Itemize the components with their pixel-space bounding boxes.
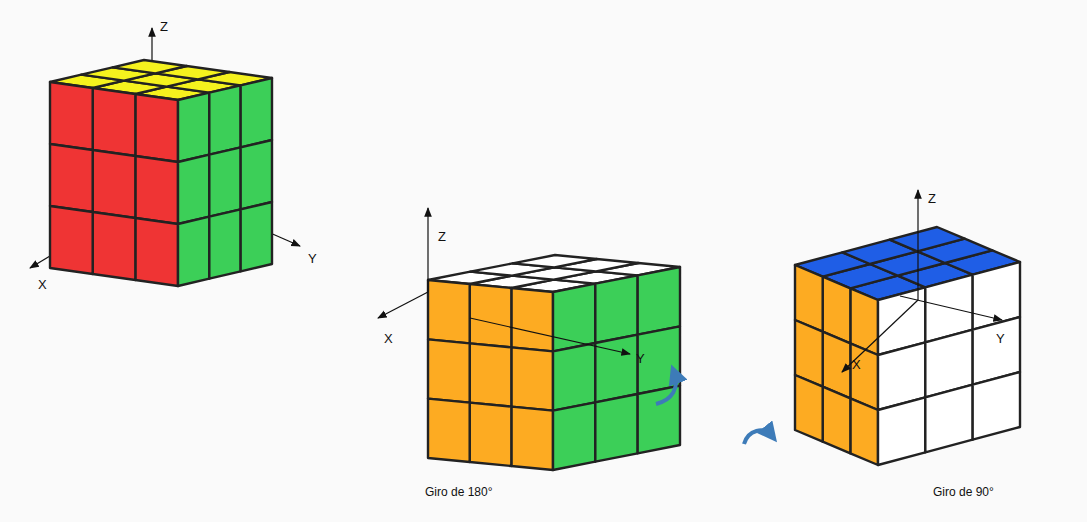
axis-arrow: [900, 296, 1002, 320]
side-face: [553, 402, 595, 470]
top-face: [513, 255, 597, 267]
axis-label: Y: [996, 332, 1005, 345]
axis-label: Z: [160, 20, 168, 33]
axis-arrow: [378, 292, 428, 318]
front-face: [93, 150, 136, 218]
side-face: [638, 267, 680, 335]
side-face: [595, 394, 637, 462]
side-face: [638, 386, 680, 454]
front-face: [470, 403, 512, 466]
front-face: [428, 339, 470, 402]
front-face: [511, 347, 553, 410]
side-face: [241, 140, 272, 209]
front-face: [50, 144, 93, 212]
side-face: [973, 372, 1020, 440]
rubik-cube: [795, 227, 1020, 465]
front-face: [135, 218, 178, 286]
axis-label: Z: [928, 192, 936, 205]
rubik-cube: [50, 60, 272, 286]
side-face: [178, 217, 209, 286]
front-face: [823, 387, 851, 454]
side-face: [209, 147, 240, 216]
side-face: [178, 93, 209, 162]
side-face: [878, 397, 925, 465]
top-face: [890, 227, 965, 251]
front-face: [135, 94, 178, 162]
axis-label: Y: [636, 352, 645, 365]
side-face: [241, 78, 272, 147]
rotation-arrow: [656, 372, 676, 404]
axis-label: Y: [308, 252, 317, 265]
side-face: [595, 335, 637, 403]
side-face: [209, 209, 240, 278]
front-face: [428, 399, 470, 462]
front-face: [50, 82, 93, 150]
front-face: [135, 156, 178, 224]
front-face: [470, 343, 512, 406]
front-face: [428, 280, 470, 343]
side-face: [553, 343, 595, 411]
front-face: [50, 206, 93, 274]
axis-arrow: [151, 28, 152, 62]
front-face: [795, 375, 823, 442]
axis-label: X: [384, 332, 393, 345]
side-face: [209, 85, 240, 154]
rotation-caption: Giro de 90°: [933, 486, 994, 498]
front-face: [93, 88, 136, 156]
top-face: [113, 60, 187, 73]
axis-arrow: [427, 208, 428, 292]
axis-arrow: [917, 190, 918, 300]
axis-label: X: [38, 278, 47, 291]
axis-arrow: [470, 318, 630, 354]
rotation-arrow: [744, 430, 772, 444]
side-face: [925, 385, 972, 453]
side-face: [178, 155, 209, 224]
axis-label: X: [852, 358, 861, 371]
side-face: [595, 275, 637, 343]
front-face: [511, 407, 553, 470]
front-face: [850, 398, 878, 465]
side-face: [241, 202, 272, 271]
rotation-caption: Giro de 180°: [425, 486, 493, 498]
front-face: [511, 288, 553, 351]
front-face: [93, 212, 136, 280]
rubik-cube: [428, 255, 680, 470]
front-face: [470, 284, 512, 347]
axis-arrow: [842, 300, 918, 372]
axis-label: Z: [438, 230, 446, 243]
